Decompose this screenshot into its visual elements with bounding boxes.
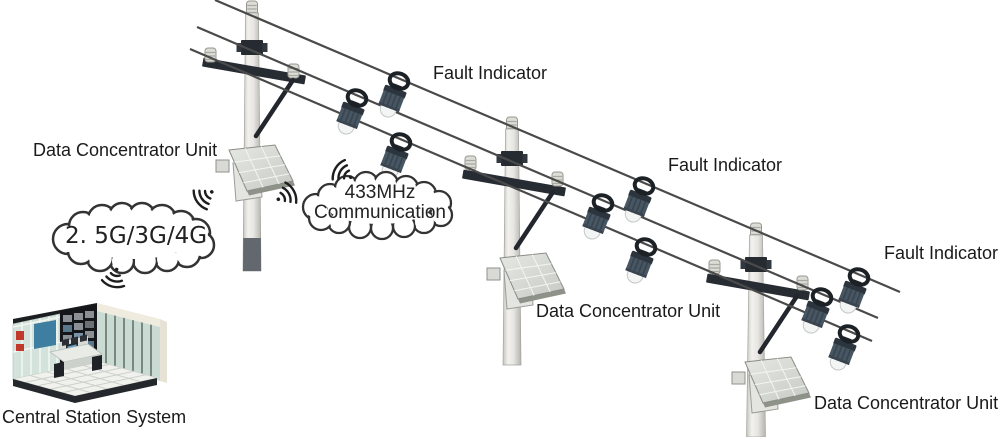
- power-line-middle: [196, 25, 879, 320]
- fault-indicator-label-2: Fault Indicator: [668, 155, 783, 175]
- fault-indicator-device-icon: [617, 172, 660, 228]
- fault-indicator-device-icon: [372, 67, 415, 123]
- fault-indicator-cluster-1: [330, 67, 417, 184]
- power-line-bottom: [189, 47, 873, 343]
- fault-indicator-label-3: Fault Indicator: [884, 243, 999, 263]
- data-concentrator-label-1: Data Concentrator Unit: [33, 140, 218, 160]
- cloud-rf-outline: [301, 170, 454, 241]
- central-station-label: Central Station System: [2, 407, 187, 427]
- utility-pole-2: [462, 116, 566, 366]
- rf-cloud-line2: Communication: [314, 202, 446, 223]
- utility-pole-1: [202, 0, 306, 272]
- data-concentrator-label-3: Data Concentrator Unit: [814, 393, 999, 413]
- data-concentrator-label-2: Data Concentrator Unit: [536, 301, 721, 321]
- fault-indicator-device-icon: [822, 320, 865, 376]
- pole-brace: [253, 77, 296, 139]
- wifi-signal-icon: [189, 180, 221, 213]
- fault-indicator-device-icon: [619, 233, 662, 289]
- rf-cloud-text: 433MHz Communication: [306, 183, 454, 223]
- cellular-cloud-text: 2. 5G/3G/4G: [64, 223, 208, 249]
- fault-indicator-cluster-2: [576, 172, 662, 289]
- rf-cloud-line1: 433MHz: [344, 182, 416, 203]
- cloud-cellular-outline: [51, 201, 216, 275]
- fault-indicator-device-icon: [832, 263, 875, 319]
- pole-brace: [513, 189, 556, 251]
- fault-indicator-label-1: Fault Indicator: [433, 63, 548, 83]
- control-room-image: [12, 303, 167, 403]
- pole-brace: [757, 293, 800, 355]
- power-lines: [189, 0, 901, 343]
- fault-indicator-cluster-3: [795, 263, 875, 376]
- solar-panel-dcu-icon-1: [215, 144, 296, 202]
- solar-panel-dcu-icon-3: [731, 356, 812, 414]
- power-line-top: [214, 0, 901, 294]
